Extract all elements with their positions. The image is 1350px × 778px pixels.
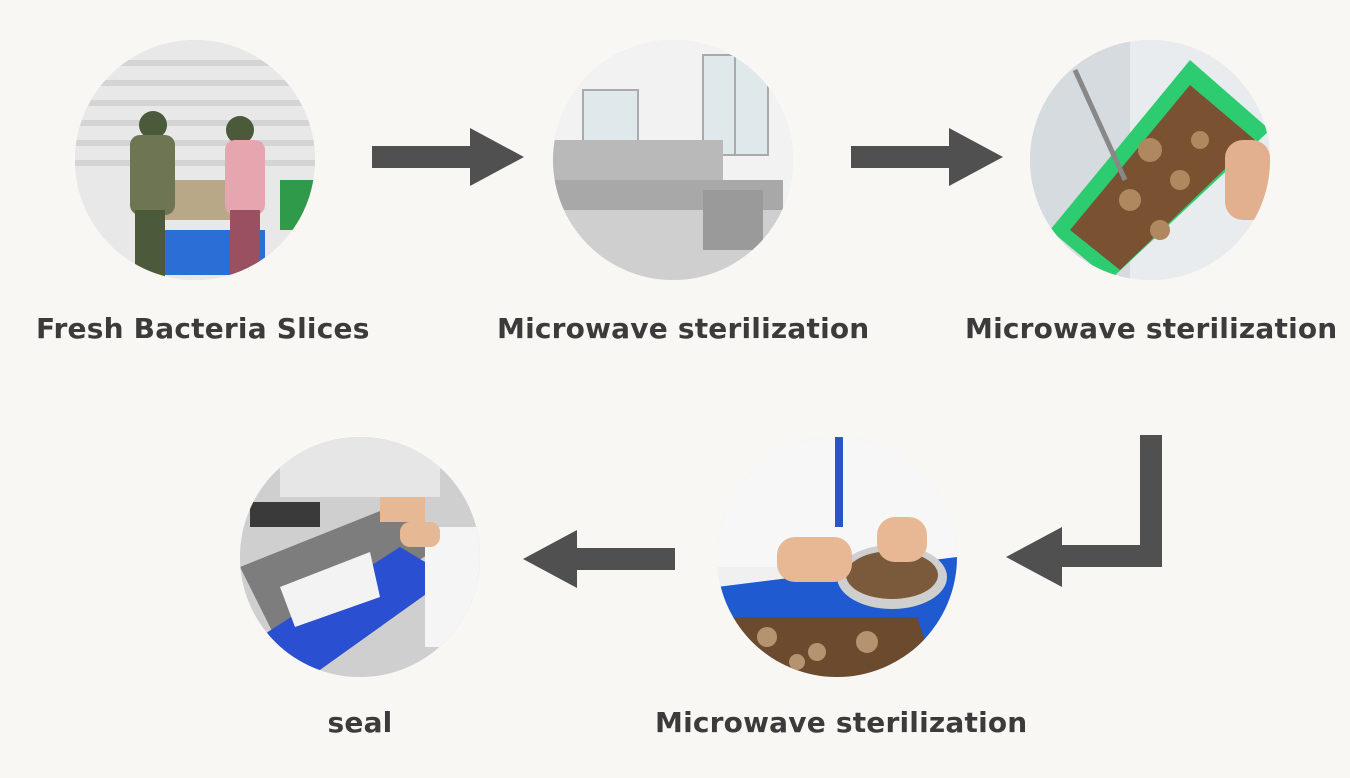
step-4-label: Microwave sterilization xyxy=(655,706,1028,739)
microwave-sterilizer-machine-image xyxy=(553,40,793,280)
step-5-label: seal xyxy=(327,706,393,739)
dried-mushrooms-in-green-basket-image xyxy=(1030,40,1270,280)
arrow-right-icon xyxy=(851,128,1003,186)
step-5-photo xyxy=(240,437,480,677)
step-1-label: Fresh Bacteria Slices xyxy=(36,312,370,345)
arrow-right-icon xyxy=(372,128,524,186)
step-2-label: Microwave sterilization xyxy=(497,312,870,345)
step-3-label: Microwave sterilization xyxy=(965,312,1338,345)
arrow-down-left-icon xyxy=(1006,435,1162,587)
arrow-left-icon xyxy=(523,530,675,588)
step-3-photo xyxy=(1030,40,1270,280)
step-1-photo xyxy=(75,40,315,280)
step-4-photo xyxy=(717,437,957,677)
hands-sorting-dried-mushrooms-image xyxy=(717,437,957,677)
step-2-photo xyxy=(553,40,793,280)
bag-sealing-conveyor-image xyxy=(240,437,480,677)
workers-sorting-mushrooms-image xyxy=(75,40,315,280)
